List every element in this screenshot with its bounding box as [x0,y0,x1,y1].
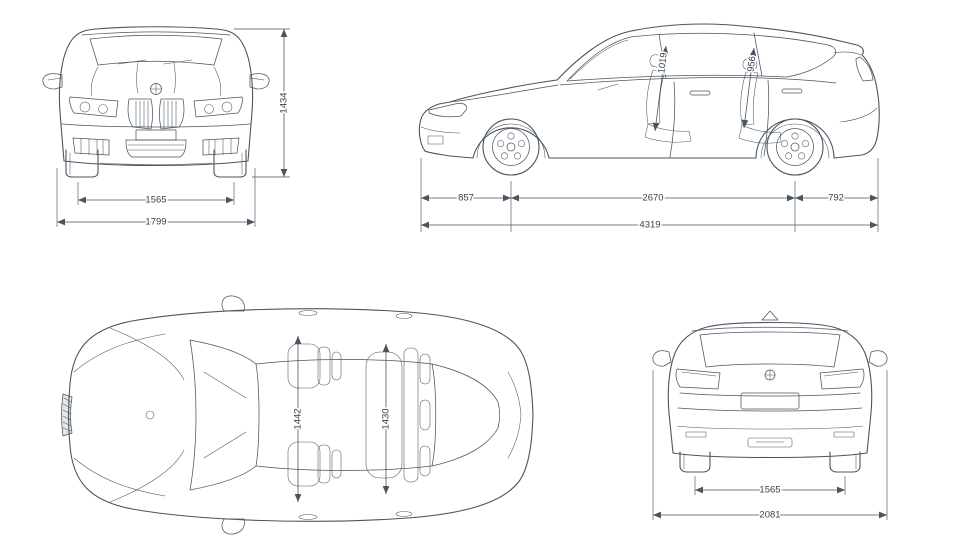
side-glasshouse [566,32,837,82]
dim-label-front-track: 1565 [145,195,166,206]
side-view-drawing: 1019 956 857 2670 792 4319 [418,23,880,232]
bmw-roundel-icon [150,83,162,95]
rear-body-outline [667,321,873,459]
dim-label-front-height: 1434 [279,92,290,113]
dim-label-overall-length: 4319 [639,220,660,231]
rear-mirror-right [868,350,888,367]
side-taillight [855,56,874,82]
dim-label-wheelbase: 2670 [642,193,663,204]
front-mirror-left [42,73,63,90]
side-front-wheel [482,118,540,176]
dim-label-headroom-front: 1019 [656,52,669,74]
top-mirror-left [221,295,245,312]
top-view-drawing: 1442 1430 [61,295,534,535]
dim-label-headroom-rear: 956 [746,55,759,72]
front-body-outline [58,26,254,167]
front-wheels [65,149,247,178]
side-headlight [428,103,467,118]
front-windshield [89,34,223,66]
rear-view-dimensions: 1565 2081 [652,370,888,522]
side-view-dimensions: 1019 956 857 2670 792 4319 [420,45,879,232]
dim-label-interior-width-rear: 1430 [381,408,392,429]
dim-label-rear-track: 1565 [759,485,780,496]
dim-label-interior-width-front: 1442 [293,408,304,429]
top-windshield [189,339,260,491]
top-seats [287,343,431,487]
front-bumper-intakes [72,137,240,158]
dim-label-rear-overhang: 792 [828,193,844,204]
rear-taillights [675,368,865,390]
dim-label-front-overhang: 857 [458,193,474,204]
front-headlight-right [193,96,243,118]
rear-window [699,331,841,368]
top-front-grille [61,393,73,437]
front-wipers [117,59,193,65]
rear-view-drawing: 1565 2081 [652,310,888,522]
top-door-handles [298,310,413,520]
front-view-dimensions: 1434 1565 1799 [56,28,291,229]
rear-roundel-icon [764,369,776,381]
rear-bumper-details [685,431,855,448]
front-mirror-right [249,73,270,90]
top-view-dimensions: 1442 1430 [291,336,393,502]
front-headlight-left [69,96,119,118]
rear-fin-antenna [761,310,779,321]
top-hood-roundel [145,410,155,420]
rear-wheels [679,451,861,473]
side-rear-wheel [766,118,824,176]
front-view-drawing: 1434 1565 1799 [42,26,291,229]
dim-label-width-incl-mirrors: 2081 [759,510,780,521]
rear-license-plate [740,392,800,410]
top-mirror-right [221,518,245,535]
side-body-outline [418,23,880,159]
front-kidney-grille [127,98,185,130]
dim-label-front-width: 1799 [145,217,166,228]
top-rear-window [431,363,500,467]
rear-mirror-left [652,350,672,367]
front-license-plate [135,129,177,141]
